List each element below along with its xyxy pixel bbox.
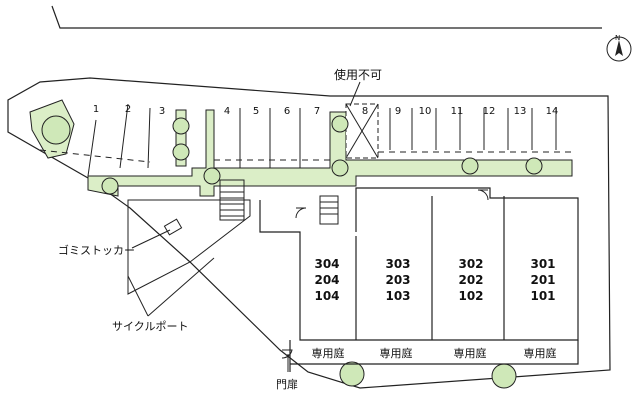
gate-label: 門扉 (276, 378, 298, 391)
unusable-label: 使用不可 (334, 68, 383, 82)
unit-number: 303 (385, 257, 411, 271)
parking-slot-10: 10 (418, 106, 432, 117)
parking-slot-2: 2 (124, 104, 132, 115)
site-boundary (7, 77, 611, 389)
road-edge (51, 5, 602, 29)
parking-slot-9: 9 (394, 106, 402, 117)
bicycle-port-label: サイクルポート (112, 320, 189, 333)
garbage-stocker (163, 218, 183, 236)
unit-block-304: 304 204 104 (314, 256, 339, 304)
leader-lines (127, 229, 289, 372)
parking-slot-12: 12 (482, 106, 496, 117)
building (259, 187, 579, 372)
north-label: N (615, 34, 621, 42)
private-garden-label: 専用庭 (379, 347, 413, 360)
unit-number: 302 (458, 257, 484, 271)
planting-strip (87, 109, 573, 197)
parking-slot-5: 5 (252, 106, 260, 117)
unit-number: 203 (385, 273, 411, 287)
unit-number: 202 (458, 273, 484, 287)
parking-slot-7: 7 (313, 106, 321, 117)
parking-slot-1: 1 (92, 104, 100, 115)
planting-post (175, 109, 187, 167)
unit-number: 102 (458, 289, 484, 303)
unit-number: 304 (314, 257, 340, 271)
parking-slot-6: 6 (283, 106, 291, 117)
unit-number: 103 (385, 289, 411, 303)
unit-block-302: 302 202 102 (458, 256, 483, 304)
parking-slot-4: 4 (223, 106, 231, 117)
parking-slot-3: 3 (158, 106, 166, 117)
stairs (219, 179, 339, 225)
private-garden-label: 専用庭 (453, 347, 487, 360)
unit-block-303: 303 203 103 (385, 256, 410, 304)
north-compass-icon (606, 36, 632, 62)
unit-number: 201 (530, 273, 556, 287)
parking-dividers (87, 103, 557, 177)
parking-slot-13: 13 (513, 106, 527, 117)
parking-slot-14: 14 (545, 106, 559, 117)
unit-number: 204 (314, 273, 340, 287)
parking-slot-11: 11 (450, 106, 464, 117)
unusable-leader (349, 81, 361, 107)
bicycle-port (127, 199, 251, 295)
private-garden-label: 専用庭 (523, 347, 557, 360)
garbage-stocker-label: ゴミストッカー (58, 244, 135, 257)
parking-front-line (39, 149, 572, 163)
unit-number: 101 (530, 289, 556, 303)
private-garden-label: 専用庭 (311, 347, 345, 360)
parking-slot-8: 8 (361, 106, 369, 117)
unit-block-301: 301 201 101 (530, 256, 555, 304)
unit-number: 301 (530, 257, 556, 271)
doors (281, 189, 489, 359)
trees (41, 115, 543, 389)
unit-number: 104 (314, 289, 340, 303)
